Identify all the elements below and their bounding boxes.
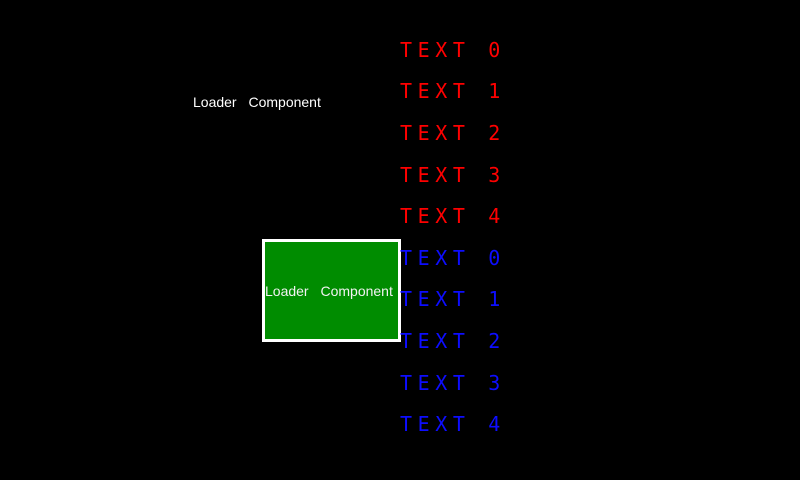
loader-component-label: Loader Component xyxy=(193,94,321,110)
text-list: TEXT 0 TEXT 1 TEXT 2 TEXT 3 TEXT 4 TEXT … xyxy=(400,29,506,445)
loader-component-box-label: Loader Component xyxy=(265,282,393,299)
loader-component-box[interactable]: Loader Component xyxy=(262,239,401,342)
text-item-red-1: TEXT 1 xyxy=(400,79,506,104)
text-item-red-3: TEXT 3 xyxy=(400,162,506,187)
text-item-blue-4: TEXT 4 xyxy=(400,412,506,437)
text-item-blue-0: TEXT 0 xyxy=(400,245,506,270)
text-item-blue-3: TEXT 3 xyxy=(400,370,506,395)
text-item-blue-1: TEXT 1 xyxy=(400,287,506,312)
text-item-red-0: TEXT 0 xyxy=(400,37,506,62)
text-item-red-2: TEXT 2 xyxy=(400,120,506,145)
text-item-blue-2: TEXT 2 xyxy=(400,328,506,353)
text-item-red-4: TEXT 4 xyxy=(400,204,506,229)
